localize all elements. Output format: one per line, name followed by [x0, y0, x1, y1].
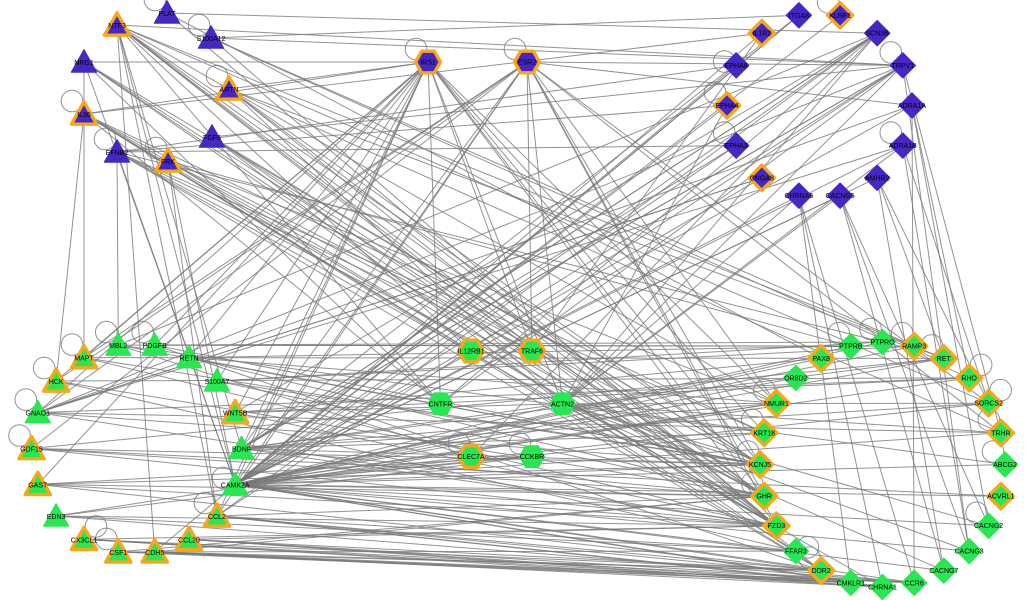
svg-text:RAMP3: RAMP3	[902, 344, 926, 351]
svg-text:CAMK2A: CAMK2A	[221, 482, 250, 489]
svg-text:CX3CL1: CX3CL1	[71, 537, 98, 544]
svg-text:PTPRO: PTPRO	[870, 340, 895, 347]
svg-text:FGF6: FGF6	[203, 135, 221, 142]
svg-text:NTF3: NTF3	[108, 23, 126, 30]
svg-text:KCNJ5: KCNJ5	[749, 462, 771, 469]
svg-text:CMKLR1: CMKLR1	[837, 580, 866, 587]
svg-text:RHO: RHO	[961, 375, 977, 382]
svg-text:FZD3: FZD3	[768, 523, 786, 530]
svg-text:CDH5: CDH5	[145, 550, 164, 557]
svg-text:S100A7: S100A7	[204, 379, 229, 386]
svg-text:CCR6: CCR6	[905, 580, 924, 587]
svg-text:CHRNA5: CHRNA5	[785, 193, 814, 200]
svg-text:RETN: RETN	[179, 356, 198, 363]
svg-text:SCN3B: SCN3B	[866, 31, 890, 38]
svg-text:IL1R2: IL1R2	[752, 31, 771, 38]
svg-text:CCL2: CCL2	[208, 514, 226, 521]
svg-text:GNAO1: GNAO1	[26, 411, 51, 418]
svg-text:CCKBR: CCKBR	[520, 454, 545, 461]
svg-text:CNGA3: CNGA3	[750, 175, 774, 182]
svg-text:NMUR1: NMUR1	[764, 401, 789, 408]
svg-text:KRT18: KRT18	[753, 430, 775, 437]
svg-text:TRAF6: TRAF6	[521, 349, 543, 356]
svg-text:PDGFB: PDGFB	[143, 343, 167, 350]
svg-text:EFNB2: EFNB2	[106, 150, 129, 157]
svg-text:CLEC7A: CLEC7A	[457, 454, 485, 461]
svg-text:CCL20: CCL20	[178, 537, 200, 544]
svg-text:EPHA4: EPHA4	[716, 103, 739, 110]
svg-text:FFAR3: FFAR3	[785, 549, 807, 556]
svg-text:ADRA1A: ADRA1A	[898, 103, 926, 110]
svg-text:S100A12: S100A12	[197, 36, 226, 43]
svg-text:EDN3: EDN3	[47, 514, 66, 521]
svg-text:SORCS2: SORCS2	[974, 401, 1003, 408]
svg-text:CACNG5: CACNG5	[826, 193, 855, 200]
svg-text:GAST: GAST	[28, 482, 48, 489]
svg-text:BDNF: BDNF	[232, 447, 251, 454]
svg-text:IL36: IL36	[77, 112, 91, 119]
svg-text:EPHA8: EPHA8	[725, 63, 748, 70]
svg-text:DDR2: DDR2	[812, 568, 831, 575]
svg-text:CACNG7: CACNG7	[929, 568, 958, 575]
svg-text:GDF15: GDF15	[20, 447, 43, 454]
svg-text:FRK: FRK	[161, 159, 175, 166]
svg-text:IL12RB1: IL12RB1	[457, 349, 484, 356]
svg-text:CACNG3: CACNG3	[955, 549, 984, 556]
svg-text:GHR: GHR	[756, 494, 772, 501]
svg-text:PLAT: PLAT	[159, 11, 177, 18]
svg-text:TRHR: TRHR	[991, 430, 1010, 437]
svg-text:RET: RET	[937, 356, 952, 363]
svg-text:WNT5B: WNT5B	[223, 411, 248, 418]
svg-text:KLRF1: KLRF1	[829, 13, 851, 20]
svg-text:AMHR2: AMHR2	[865, 175, 890, 182]
svg-text:ACTN2: ACTN2	[551, 401, 574, 408]
svg-text:MBL2: MBL2	[109, 343, 127, 350]
svg-text:CNTFR: CNTFR	[429, 401, 453, 408]
svg-text:ACVRL1: ACVRL1	[987, 494, 1014, 501]
svg-text:EPHA3: EPHA3	[725, 143, 748, 150]
svg-text:ABCG2: ABCG2	[993, 462, 1017, 469]
svg-text:MAPT: MAPT	[74, 356, 94, 363]
svg-text:HCK: HCK	[49, 379, 64, 386]
svg-text:PTPRB: PTPRB	[839, 344, 863, 351]
svg-text:ITGA8: ITGA8	[789, 13, 809, 20]
svg-text:CHRNA1: CHRNA1	[868, 585, 897, 592]
svg-text:NRG1: NRG1	[74, 60, 94, 67]
svg-text:ADRA1B: ADRA1B	[889, 143, 917, 150]
svg-text:OR8D2: OR8D2	[784, 375, 807, 382]
svg-text:CSF1: CSF1	[109, 550, 127, 557]
svg-text:ARTN: ARTN	[220, 87, 239, 94]
svg-text:IRS1: IRS1	[420, 60, 436, 67]
svg-text:ESR2: ESR2	[518, 60, 536, 67]
svg-text:TRPV1: TRPV1	[892, 63, 915, 70]
svg-text:PAX8: PAX8	[813, 356, 830, 363]
svg-text:CACNG2: CACNG2	[974, 523, 1003, 530]
